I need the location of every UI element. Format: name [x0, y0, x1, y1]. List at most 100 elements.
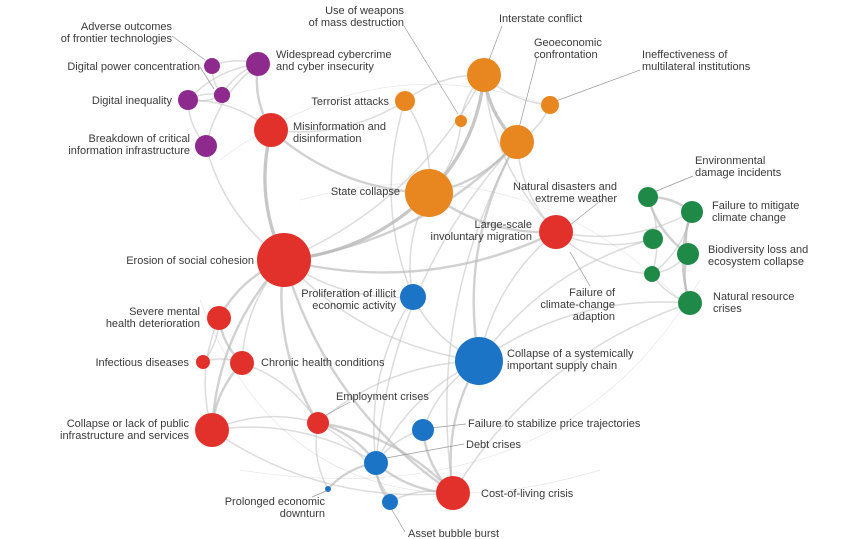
node-statecollapse	[405, 169, 453, 217]
edge-cohesion-migration	[282, 230, 558, 274]
node-interstate	[467, 58, 501, 92]
label-geoeco-line: confrontation	[534, 49, 598, 61]
node-mental	[207, 306, 231, 330]
edge-cohesion-publicinfra	[210, 258, 286, 432]
edge-disasters-supply	[478, 238, 654, 362]
node-wmd	[455, 115, 467, 127]
label-infectious: Infectious diseases	[95, 357, 189, 369]
label-mental-line: Severe mental	[129, 306, 200, 318]
node-ineq	[178, 90, 198, 110]
leader-adverse	[171, 35, 206, 61]
label-downturn-line: Prolonged economic	[225, 496, 326, 508]
node-chronic	[230, 351, 254, 375]
label-migration-line: Large-scale	[475, 219, 532, 231]
label-cohesion-line: Erosion of social cohesion	[126, 255, 254, 267]
label-natres-line: crises	[713, 303, 742, 315]
leader-multilat	[555, 69, 641, 102]
label-infra-line: information infrastructure	[68, 145, 190, 157]
label-cyber-line: Widespread cybercrime	[276, 49, 392, 61]
node-publicinfra	[195, 413, 229, 447]
node-infra	[195, 135, 217, 157]
node-illicit	[400, 284, 426, 310]
node-cohesion	[257, 233, 311, 287]
leader-wmd	[403, 25, 459, 115]
label-interstate-line: Interstate conflict	[499, 13, 582, 25]
edge-costliving-employment	[316, 421, 455, 495]
label-power-line: Digital power concentration	[67, 61, 200, 73]
edge-publicinfra-costliving	[211, 429, 454, 496]
node-employment	[307, 412, 329, 434]
label-cyber-line: and cyber insecurity	[276, 61, 374, 73]
node-costliving	[436, 476, 470, 510]
label-adapt-line: Failure of	[569, 287, 616, 299]
label-multilat-line: Ineffectiveness of	[642, 49, 728, 61]
edge-cyber-infra	[205, 63, 259, 147]
leader-adapt	[569, 251, 591, 287]
leader-geoeco	[518, 57, 538, 129]
label-wmd-line: of mass destruction	[309, 17, 404, 29]
label-ineq: Digital inequality	[92, 95, 173, 107]
background-arc-1	[239, 279, 701, 479]
label-biodiv-line: Biodiversity loss and	[708, 244, 808, 256]
label-infectious-line: Infectious diseases	[95, 357, 189, 369]
label-publicinfra-line: Collapse or lack of public	[67, 418, 190, 430]
leader-interstate	[488, 25, 503, 61]
label-migration-line: involuntary migration	[431, 231, 533, 243]
edge-bubble-employment	[317, 422, 391, 503]
edge-illicit-debt	[373, 296, 414, 464]
label-price-line: Failure to stabilize price trajectories	[468, 418, 641, 430]
leader-debt	[385, 443, 465, 459]
label-publicinfra-line: infrastructure and services	[60, 430, 189, 442]
label-mental-line: health deterioration	[106, 318, 200, 330]
label-bubble: Asset bubble burst	[408, 528, 499, 539]
label-disasters-line: Natural disasters and	[513, 181, 617, 193]
edge-cohesion-interstate	[283, 74, 485, 261]
label-statecollapse-line: State collapse	[331, 186, 400, 198]
label-mitigate-line: climate change	[712, 212, 786, 224]
label-multilat-line: multilateral institutions	[642, 61, 751, 73]
label-infra-line: Breakdown of critical	[89, 133, 191, 145]
label-chronic-line: Chronic health conditions	[261, 357, 385, 369]
leader-power	[199, 66, 215, 90]
node-adverse	[204, 58, 220, 74]
label-statecollapse: State collapse	[331, 186, 400, 198]
label-debt-line: Debt crises	[466, 439, 522, 451]
edge-migration-mitigate	[555, 211, 693, 237]
node-migration	[539, 215, 573, 249]
label-misinfo-line: Misinformation and	[293, 121, 386, 133]
label-employment-line: Employment crises	[336, 391, 429, 403]
edge-natres-supply	[478, 301, 691, 362]
label-interstate: Interstate conflict	[499, 13, 582, 25]
label-chronic: Chronic health conditions	[261, 357, 385, 369]
edge-cohesion-costliving	[282, 258, 455, 495]
node-infectious	[196, 355, 210, 369]
leader-employment	[323, 401, 351, 417]
node-terror	[395, 91, 415, 111]
node-biodiv	[677, 243, 699, 265]
leader-envdamage	[653, 175, 694, 193]
leader-bubble	[391, 509, 406, 533]
label-employment: Employment crises	[336, 391, 429, 403]
label-debt: Debt crises	[466, 439, 522, 451]
label-adapt-line: climate-change	[540, 299, 615, 311]
label-power: Digital power concentration	[67, 61, 200, 73]
edge-terror-illicit	[390, 100, 414, 298]
label-illicit-line: Proliferation of illicit	[301, 288, 396, 300]
label-adapt-line: adaption	[573, 311, 615, 323]
edge-cohesion-supply	[283, 259, 480, 362]
label-wmd-line: Use of weapons	[325, 5, 404, 17]
leader-line-layer	[171, 25, 694, 533]
